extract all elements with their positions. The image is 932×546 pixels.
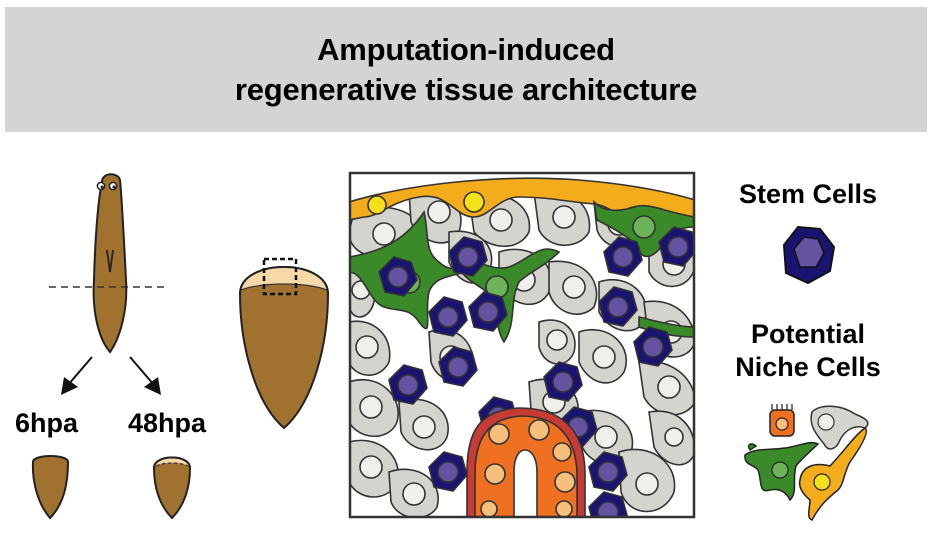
title-banner: Amputation-induced regenerative tissue a… (5, 7, 927, 132)
arrow-right-icon (129, 356, 161, 395)
label-48hpa: 48hpa (128, 408, 207, 438)
title-line-2: regenerative tissue architecture (234, 71, 698, 107)
legend-niche-line-1: Potential (750, 319, 865, 349)
yellow-cell-icon (798, 427, 867, 521)
regenerating-fragment-icon (238, 257, 330, 430)
niche-cells-legend-icon (744, 404, 869, 521)
planarian-whole-icon (49, 173, 165, 354)
legend-niche-line-2: Niche Cells (735, 352, 881, 382)
fragment-48hpa-icon (152, 456, 192, 520)
label-6hpa: 6hpa (15, 408, 79, 438)
arrow-left-icon (61, 356, 93, 395)
zoom-region-box (262, 257, 298, 296)
tissue-section-panel (348, 171, 696, 519)
gut-lumen (513, 449, 538, 518)
gray-nuclei (351, 200, 686, 506)
stem-cells (378, 226, 695, 518)
fragment-6hpa-icon (31, 455, 70, 520)
stem-cell-legend-icon (782, 225, 836, 285)
green-cell-icon (744, 441, 820, 502)
gut-cell-icon (769, 404, 795, 437)
title-line-1: Amputation-induced (317, 31, 615, 67)
gut-nuclei (480, 419, 576, 518)
gray-cell-icon (810, 405, 869, 450)
legend-niche-label: Potential Niche Cells (718, 318, 898, 384)
legend-stem-cells-label: Stem Cells (738, 179, 878, 209)
